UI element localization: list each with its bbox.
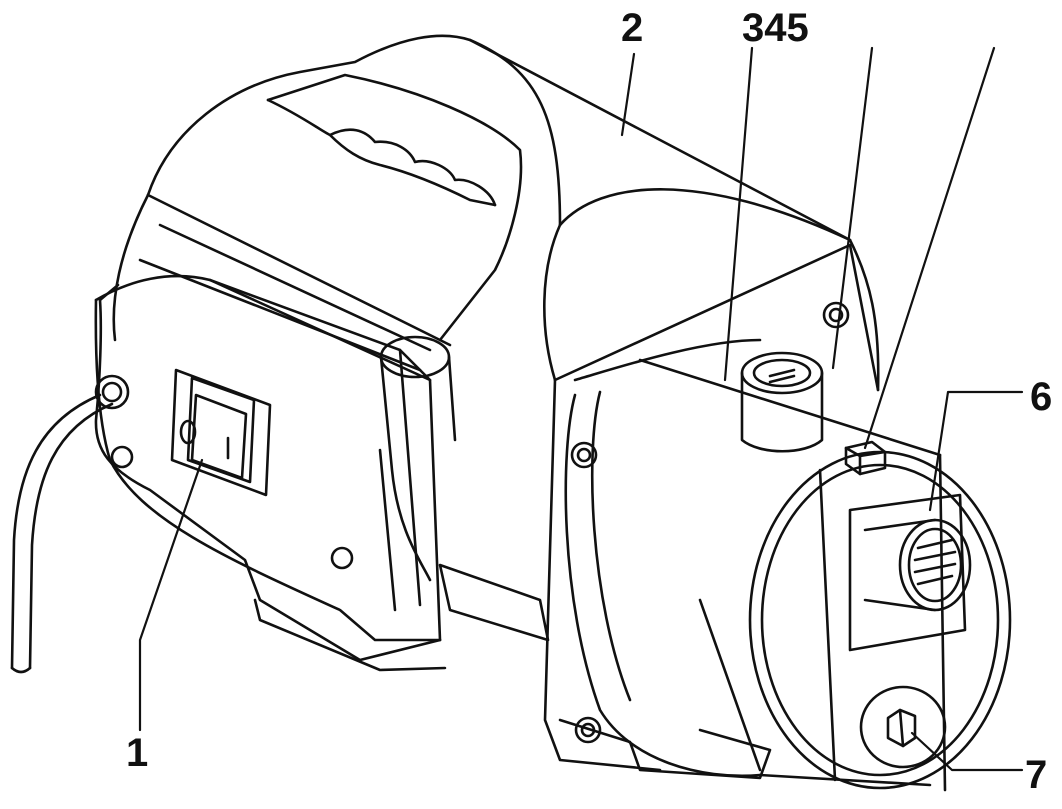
base-foot [253, 563, 772, 780]
motor-housing [94, 34, 880, 662]
rocker-switch[interactable] [170, 368, 272, 497]
leader-1 [138, 458, 204, 732]
leader-3 [723, 46, 754, 382]
fill-plug [844, 440, 887, 476]
drain-plug [859, 685, 947, 769]
callout-345: 345 [742, 6, 809, 50]
switch-box [94, 278, 442, 642]
leader-2 [620, 52, 636, 137]
leader-lines [138, 46, 1024, 772]
callout-2: 2 [621, 6, 644, 50]
callout-7: 7 [1025, 753, 1048, 797]
power-cable [10, 393, 114, 674]
inlet-fitting [740, 351, 824, 453]
pump-chamber [564, 358, 942, 787]
leader-6 [928, 390, 1024, 512]
callout-1: 1 [126, 731, 149, 775]
pump-flange [543, 243, 880, 772]
leader-4 [831, 46, 874, 370]
leader-5 [863, 46, 996, 450]
outlet-fitting [863, 518, 972, 612]
leader-7 [910, 731, 1024, 772]
handle-grip [379, 335, 457, 582]
carry-handle [266, 73, 523, 342]
pump-end-cap [748, 450, 1012, 792]
callout-6: 6 [1030, 375, 1053, 419]
